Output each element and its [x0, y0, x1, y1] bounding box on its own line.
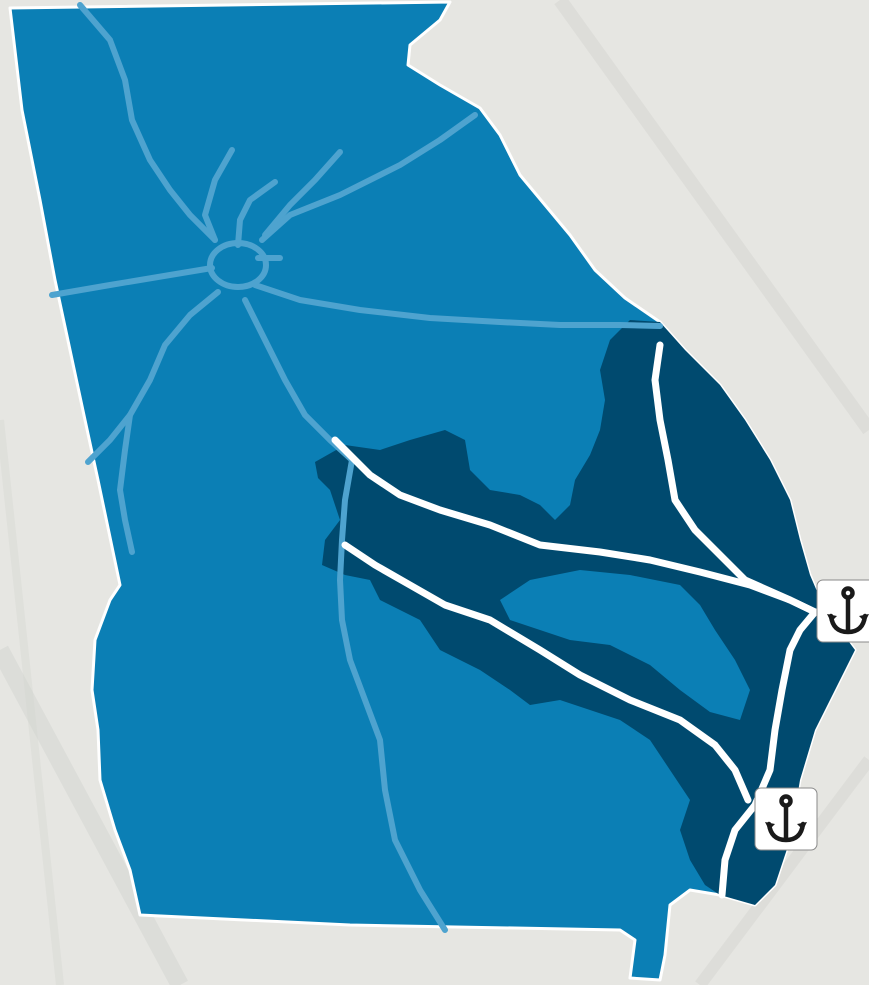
anchor-fluke-right — [797, 822, 807, 830]
anchor-icon — [766, 794, 806, 843]
highlighted-region — [315, 320, 855, 905]
marker-background — [816, 579, 869, 643]
port-savannah-marker[interactable] — [816, 579, 869, 643]
anchor-icon — [828, 586, 868, 635]
anchor-fluke-left — [765, 822, 775, 830]
port-brunswick-marker[interactable] — [754, 787, 818, 851]
anchor-fluke-left — [827, 614, 837, 622]
highlighted-routes — [331, 341, 819, 899]
anchor-fluke-right — [859, 614, 869, 622]
